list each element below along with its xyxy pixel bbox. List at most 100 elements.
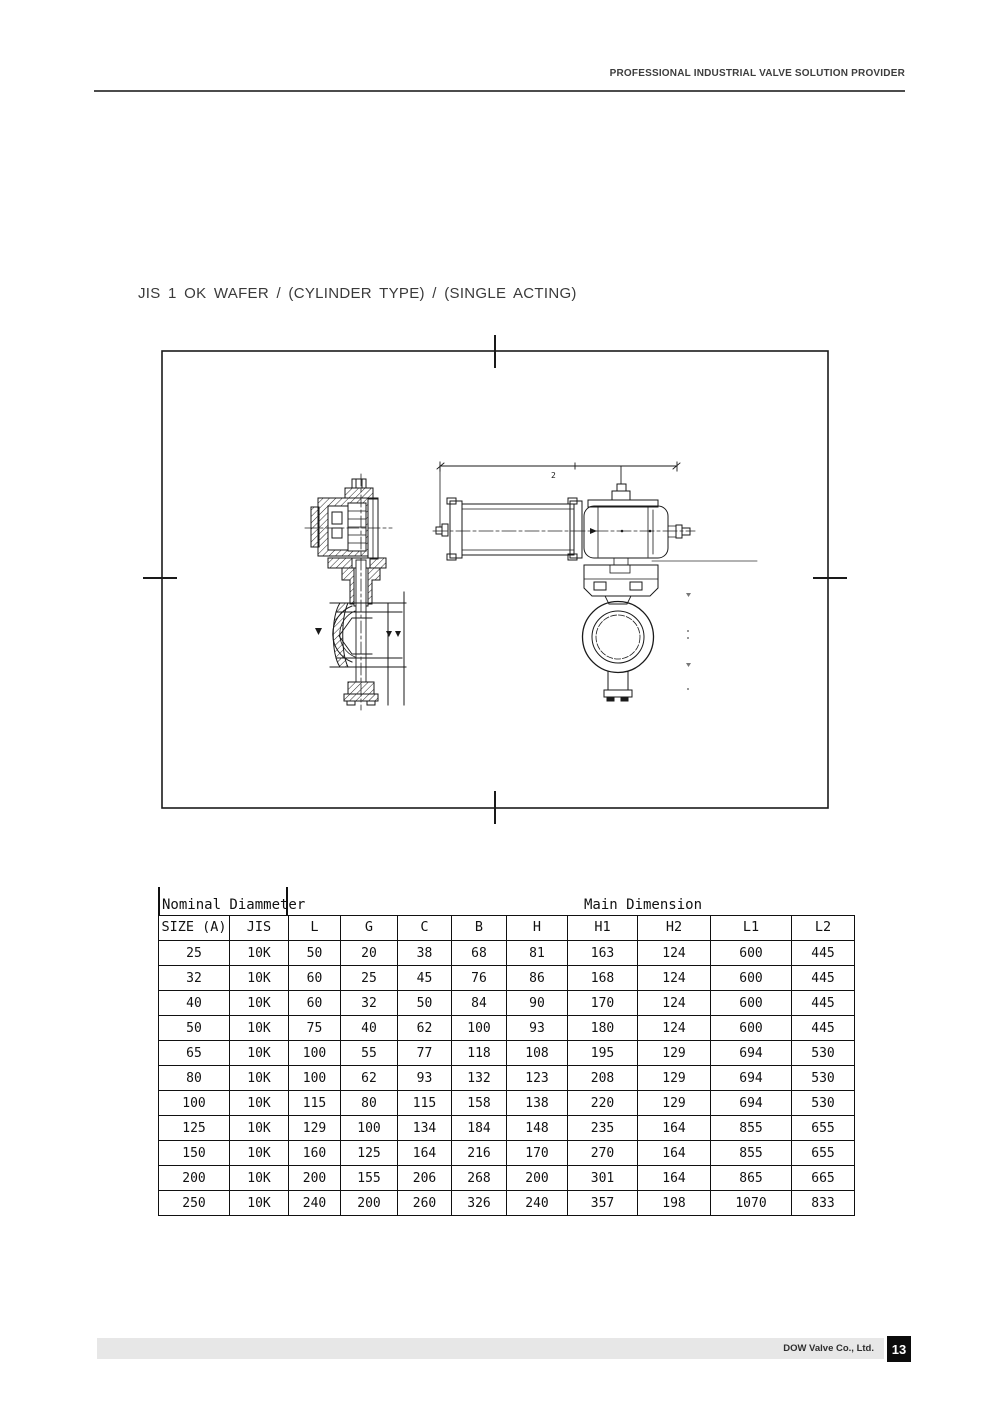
table-cell: 129 (637, 1065, 711, 1091)
table-cell: 100 (158, 1090, 230, 1116)
column-header: SIZE (A) (158, 915, 230, 941)
table-cell: 150 (158, 1140, 230, 1166)
table-cell: 164 (637, 1140, 711, 1166)
table-cell: 600 (710, 990, 792, 1016)
table-cell: 10K (229, 1115, 289, 1141)
table-cell: 855 (710, 1140, 792, 1166)
group-band-left-border (158, 887, 160, 915)
table-cell: 62 (397, 1015, 452, 1041)
group-band-divider (286, 887, 288, 915)
table-cell: 129 (288, 1115, 341, 1141)
table-cell: 206 (397, 1165, 452, 1191)
table-cell: 60 (288, 965, 341, 991)
table-cell: 200 (158, 1165, 230, 1191)
table-cell: 124 (637, 990, 711, 1016)
table-cell: 45 (397, 965, 452, 991)
table-cell: 326 (451, 1190, 507, 1216)
table-cell: 170 (506, 1140, 568, 1166)
table-cell: 124 (637, 965, 711, 991)
table-cell: 93 (397, 1065, 452, 1091)
column-header: JIS (229, 915, 289, 941)
table-cell: 195 (567, 1040, 638, 1066)
table-cell: 170 (567, 990, 638, 1016)
table-cell: 65 (158, 1040, 230, 1066)
table-cell: 163 (567, 940, 638, 966)
table-cell: 25 (340, 965, 398, 991)
table-cell: 10K (229, 1040, 289, 1066)
table-cell: 655 (791, 1140, 855, 1166)
table-cell: 115 (288, 1090, 341, 1116)
table-cell: 50 (288, 940, 341, 966)
table-cell: 20 (340, 940, 398, 966)
page-number-badge: 13 (887, 1336, 911, 1362)
header-rule (94, 90, 905, 92)
table-cell: 55 (340, 1040, 398, 1066)
table-cell: 124 (637, 940, 711, 966)
page-title: JIS 1 OK WAFER / (CYLINDER TYPE) / (SING… (138, 285, 577, 302)
valve-front-view: 2 (432, 461, 758, 702)
column-header: H (506, 915, 568, 941)
group-header-main-dimension: Main Dimension (584, 897, 703, 913)
table-cell: 40 (340, 1015, 398, 1041)
table-cell: 600 (710, 1015, 792, 1041)
table-cell: 100 (451, 1015, 507, 1041)
table-cell: 50 (158, 1015, 230, 1041)
table-cell: 301 (567, 1165, 638, 1191)
table-cell: 357 (567, 1190, 638, 1216)
table-cell: 108 (506, 1040, 568, 1066)
table-cell: 10K (229, 1090, 289, 1116)
table-group-band: Nominal Diammeter Main Dimension (158, 887, 858, 915)
table-cell: 865 (710, 1165, 792, 1191)
table-cell: 270 (567, 1140, 638, 1166)
column-header: H1 (567, 915, 638, 941)
table-cell: 68 (451, 940, 507, 966)
table-cell: 240 (506, 1190, 568, 1216)
table-cell: 445 (791, 965, 855, 991)
table-cell: 100 (288, 1065, 341, 1091)
table-cell: 530 (791, 1065, 855, 1091)
table-cell: 665 (791, 1165, 855, 1191)
table-cell: 250 (158, 1190, 230, 1216)
table-cell: 80 (158, 1065, 230, 1091)
table-cell: 100 (340, 1115, 398, 1141)
table-cell: 90 (506, 990, 568, 1016)
dimension-table: Nominal Diammeter Main Dimension SIZE (A… (158, 887, 858, 1216)
table-cell: 123 (506, 1065, 568, 1091)
table-cell: 180 (567, 1015, 638, 1041)
table-cell: 125 (340, 1140, 398, 1166)
table-cell: 10K (229, 990, 289, 1016)
table-cell: 10K (229, 965, 289, 991)
table-cell: 10K (229, 1015, 289, 1041)
table-cell: 32 (158, 965, 230, 991)
table-cell: 164 (397, 1140, 452, 1166)
table-cell: 260 (397, 1190, 452, 1216)
table-cell: 60 (288, 990, 341, 1016)
table-cell: 93 (506, 1015, 568, 1041)
table-cell: 158 (451, 1090, 507, 1116)
table-cell: 855 (710, 1115, 792, 1141)
dimension-label: 2 (551, 471, 556, 480)
table-cell: 445 (791, 940, 855, 966)
column-header: L1 (710, 915, 792, 941)
table-cell: 184 (451, 1115, 507, 1141)
column-header: L (288, 915, 341, 941)
table-cell: 600 (710, 940, 792, 966)
table-cell: 160 (288, 1140, 341, 1166)
table-cell: 200 (506, 1165, 568, 1191)
table-cell: 200 (288, 1165, 341, 1191)
table-cell: 10K (229, 1190, 289, 1216)
valve-section-view (304, 473, 407, 711)
table-cell: 655 (791, 1115, 855, 1141)
